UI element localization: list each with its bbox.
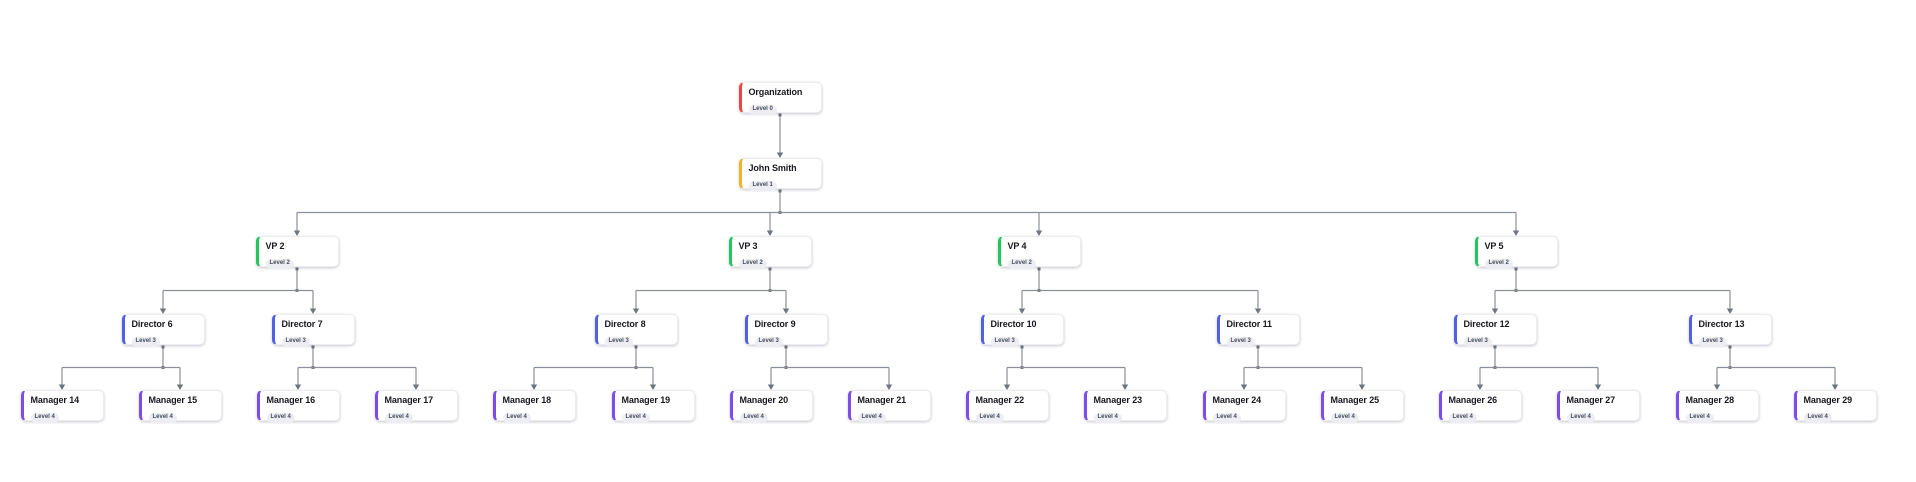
org-node-director-11[interactable]: Director 11 Level 3: [1216, 314, 1300, 348]
org-node-manager-26[interactable]: Manager 26 Level 4: [1438, 390, 1522, 424]
org-node-director-8[interactable]: Director 8 Level 3: [594, 314, 678, 348]
node-title: Manager 17: [384, 395, 434, 405]
org-node-vp-2[interactable]: VP 2 Level 2: [255, 236, 339, 270]
node-title: VP 4: [1007, 241, 1027, 251]
node-level-badge: Level 1: [748, 181, 777, 192]
org-node-vp-3[interactable]: VP 3 Level 2: [728, 236, 812, 270]
org-node-manager-25[interactable]: Manager 25 Level 4: [1320, 390, 1404, 424]
node-title: Director 9: [754, 319, 796, 329]
node-title: John Smith: [748, 163, 797, 173]
node-title: Director 6: [131, 319, 173, 329]
org-node-director-9[interactable]: Director 9 Level 3: [744, 314, 828, 348]
node-level-badge: Level 3: [1226, 337, 1255, 348]
node-level-badge: Level 4: [502, 413, 531, 424]
node-title: Manager 14: [30, 395, 80, 405]
node-title: Manager 27: [1566, 395, 1616, 405]
org-node-manager-18[interactable]: Manager 18 Level 4: [492, 390, 576, 424]
org-node-manager-29[interactable]: Manager 29 Level 4: [1793, 390, 1877, 424]
org-node-director-12[interactable]: Director 12 Level 3: [1453, 314, 1537, 348]
node-level-badge: Level 3: [604, 337, 633, 348]
node-title: Manager 18: [502, 395, 552, 405]
node-title: Manager 29: [1803, 395, 1853, 405]
org-node-manager-20[interactable]: Manager 20 Level 4: [729, 390, 813, 424]
node-title: Organization: [748, 87, 803, 97]
node-title: Manager 25: [1330, 395, 1380, 405]
org-node-vp-5[interactable]: VP 5 Level 2: [1474, 236, 1558, 270]
node-level-badge: Level 3: [1463, 337, 1492, 348]
org-node-director-13[interactable]: Director 13 Level 3: [1688, 314, 1772, 348]
org-node-manager-23[interactable]: Manager 23 Level 4: [1083, 390, 1167, 424]
org-node-manager-14[interactable]: Manager 14 Level 4: [20, 390, 104, 424]
node-title: Director 12: [1463, 319, 1510, 329]
node-level-badge: Level 2: [1007, 259, 1036, 270]
org-node-vp-4[interactable]: VP 4 Level 2: [997, 236, 1081, 270]
node-level-badge: Level 0: [748, 105, 777, 116]
node-title: Manager 15: [148, 395, 198, 405]
org-node-director-6[interactable]: Director 6 Level 3: [121, 314, 205, 348]
node-level-badge: Level 4: [1330, 413, 1359, 424]
org-node-manager-15[interactable]: Manager 15 Level 4: [138, 390, 222, 424]
org-node-manager-19[interactable]: Manager 19 Level 4: [611, 390, 695, 424]
node-title: Manager 21: [857, 395, 907, 405]
node-level-badge: Level 4: [1803, 413, 1832, 424]
node-title: VP 5: [1484, 241, 1504, 251]
node-level-badge: Level 4: [266, 413, 295, 424]
node-title: VP 2: [265, 241, 285, 251]
node-title: Director 10: [990, 319, 1037, 329]
node-level-badge: Level 4: [148, 413, 177, 424]
node-level-badge: Level 2: [1484, 259, 1513, 270]
node-title: Director 7: [281, 319, 323, 329]
node-title: Director 11: [1226, 319, 1273, 329]
node-level-badge: Level 4: [1212, 413, 1241, 424]
org-node-manager-27[interactable]: Manager 27 Level 4: [1556, 390, 1640, 424]
node-level-badge: Level 2: [738, 259, 767, 270]
node-level-badge: Level 4: [1093, 413, 1122, 424]
org-node-manager-16[interactable]: Manager 16 Level 4: [256, 390, 340, 424]
node-title: VP 3: [738, 241, 758, 251]
node-level-badge: Level 2: [265, 259, 294, 270]
node-level-badge: Level 3: [281, 337, 310, 348]
node-title: Manager 28: [1685, 395, 1735, 405]
node-title: Manager 24: [1212, 395, 1262, 405]
org-node-manager-24[interactable]: Manager 24 Level 4: [1202, 390, 1286, 424]
node-level-badge: Level 4: [1566, 413, 1595, 424]
node-level-badge: Level 4: [975, 413, 1004, 424]
node-level-badge: Level 4: [1448, 413, 1477, 424]
node-level-badge: Level 3: [754, 337, 783, 348]
node-title: Director 13: [1698, 319, 1745, 329]
node-level-badge: Level 4: [739, 413, 768, 424]
org-node-manager-22[interactable]: Manager 22 Level 4: [965, 390, 1049, 424]
org-node-director-7[interactable]: Director 7 Level 3: [271, 314, 355, 348]
node-title: Manager 20: [739, 395, 789, 405]
node-level-badge: Level 3: [990, 337, 1019, 348]
node-level-badge: Level 4: [30, 413, 59, 424]
node-level-badge: Level 4: [857, 413, 886, 424]
node-level-badge: Level 3: [131, 337, 160, 348]
node-title: Director 8: [604, 319, 646, 329]
node-title: Manager 23: [1093, 395, 1143, 405]
org-node-manager-17[interactable]: Manager 17 Level 4: [374, 390, 458, 424]
node-title: Manager 26: [1448, 395, 1498, 405]
node-title: Manager 16: [266, 395, 316, 405]
org-node-manager-21[interactable]: Manager 21 Level 4: [847, 390, 931, 424]
org-node-director-10[interactable]: Director 10 Level 3: [980, 314, 1064, 348]
node-title: Manager 22: [975, 395, 1025, 405]
node-level-badge: Level 4: [384, 413, 413, 424]
node-title: Manager 19: [621, 395, 671, 405]
node-level-badge: Level 4: [621, 413, 650, 424]
org-node-manager-28[interactable]: Manager 28 Level 4: [1675, 390, 1759, 424]
node-level-badge: Level 4: [1685, 413, 1714, 424]
node-level-badge: Level 3: [1698, 337, 1727, 348]
